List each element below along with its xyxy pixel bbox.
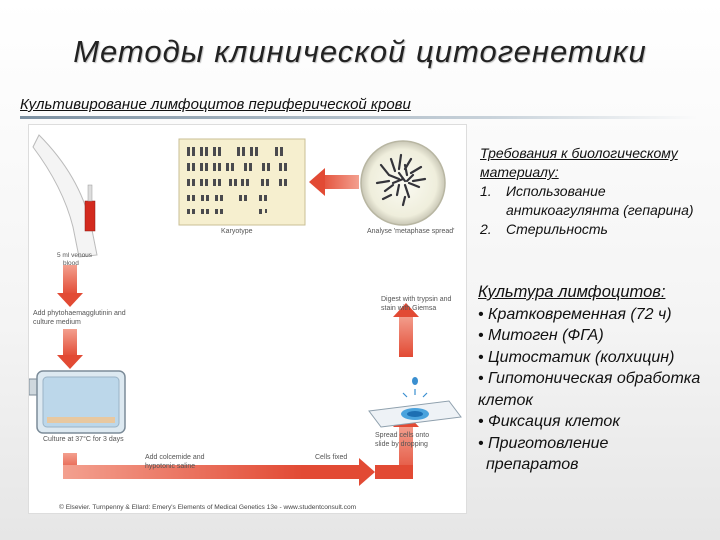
arrow-right-bottom [63, 465, 303, 479]
label-culture: Culture at 37°C for 3 days [43, 435, 124, 443]
culture-item: • Гипотоническая обработка клеток [478, 370, 701, 409]
label-karyotype: Karyotype [221, 228, 253, 235]
slide-spread-illustration [368, 377, 462, 428]
culture-item: • Фиксация клеток [478, 413, 620, 430]
requirement-number: 2. [480, 221, 492, 237]
figure-caption: © Elsevier. Turnpenny & Ellard: Emery's … [59, 503, 357, 511]
requirement-text: Стерильность [506, 221, 608, 237]
arrow-down-2 [63, 329, 77, 357]
metaphase-spread-illustration [360, 140, 446, 226]
culture-item: • Кратковременная (72 ч) [478, 305, 672, 323]
culture-item: препаратов [486, 456, 579, 473]
requirement-item: 1. Использование антикоагулянта (гепарин… [480, 182, 710, 220]
requirement-text: Использование антикоагулянта (гепарина) [506, 183, 694, 218]
arm-blood-draw-illustration [32, 134, 98, 258]
karyotype-panel [178, 138, 306, 226]
culture-flask-illustration [29, 370, 126, 434]
arrow-down-1 [63, 265, 77, 295]
requirement-item: 2. Стерильность [480, 220, 710, 239]
slide-subtitle: Культивирование лимфоцитов периферическо… [20, 96, 411, 113]
culture-block: Культура лимфоцитов: • Кратковременная (… [478, 282, 714, 476]
slide-title: Методы клинической цитогенетики [73, 34, 647, 69]
culture-item: • Приготовление [478, 434, 609, 452]
title-divider [20, 116, 698, 119]
label-analyse: Analyse 'metaphase spread' [367, 228, 455, 235]
culture-heading: Культура лимфоцитов: [478, 283, 666, 301]
arrow-up-2 [399, 315, 413, 357]
label-fixed: Cells fixed [315, 454, 347, 461]
culture-item: • Митоген (ФГА) [478, 327, 604, 344]
arrow-left-top [319, 175, 359, 189]
requirement-number: 1. [480, 183, 492, 199]
culture-item: • Цитостатик (колхицин) [478, 348, 675, 366]
requirements-heading: Требования к биологическому материалу: [480, 145, 678, 180]
requirements-block: Требования к биологическому материалу: 1… [480, 144, 710, 239]
